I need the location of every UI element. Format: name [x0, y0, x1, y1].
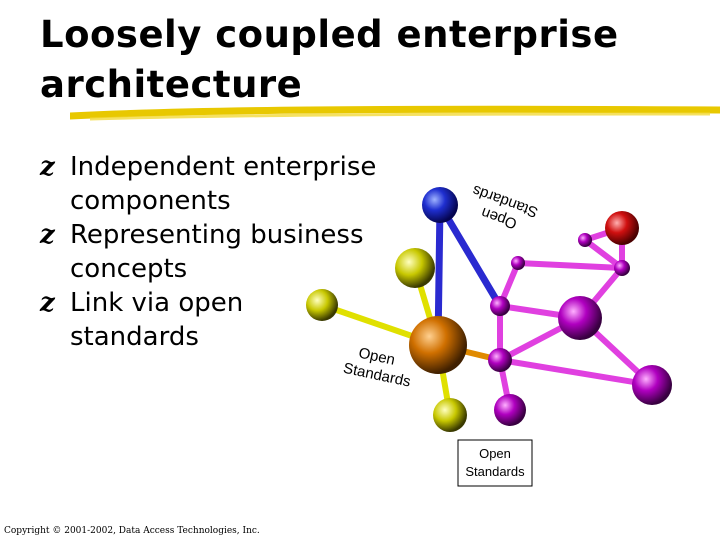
node-yellow [306, 289, 338, 321]
node-magenta [488, 348, 512, 372]
open-standards-label-top: Open Standards [470, 181, 540, 232]
links-group [319, 201, 655, 418]
link-magenta [515, 260, 625, 271]
slide-title: Loosely coupled enterprise architecture [40, 13, 619, 106]
node-yellow [433, 398, 467, 432]
title-underline [70, 105, 720, 121]
node-orange [409, 316, 467, 374]
bullet-marker-icon: z [40, 220, 55, 250]
node-red [605, 211, 639, 245]
bullet-item: z Link via open standards [38, 286, 378, 354]
label-bottom-line2: Standards [465, 464, 525, 479]
copyright-notice: Copyright © 2001-2002, Data Access Techn… [4, 526, 260, 536]
node-magenta [511, 256, 525, 270]
node-magenta [494, 394, 526, 426]
node-magenta [632, 365, 672, 405]
node-blue [422, 187, 458, 223]
bullet-list: z Independent enterprise components z Re… [38, 150, 378, 354]
open-standards-label-mid: Open Standards [342, 345, 412, 391]
link-magenta [497, 357, 655, 388]
link-blue [436, 201, 504, 310]
bullet-text: Representing business concepts [70, 220, 364, 284]
bullet-item: z Independent enterprise components [38, 150, 378, 218]
node-magenta [558, 296, 602, 340]
label-bottom-line1: Open [479, 446, 511, 461]
bullet-text: Link via open standards [70, 288, 244, 352]
component-network-diagram: Open Standards Open Standards Open Stand… [306, 181, 672, 487]
bullet-marker-icon: z [40, 288, 55, 318]
node-yellow [395, 248, 435, 288]
node-magenta [578, 233, 592, 247]
node-magenta [490, 296, 510, 316]
label-box [457, 439, 533, 487]
open-standards-label-bottom: Open Standards [457, 439, 533, 487]
bullet-item: z Representing business concepts [38, 218, 378, 286]
bullet-text: Independent enterprise components [70, 152, 377, 216]
bullet-marker-icon: z [40, 152, 55, 182]
node-magenta [614, 260, 630, 276]
